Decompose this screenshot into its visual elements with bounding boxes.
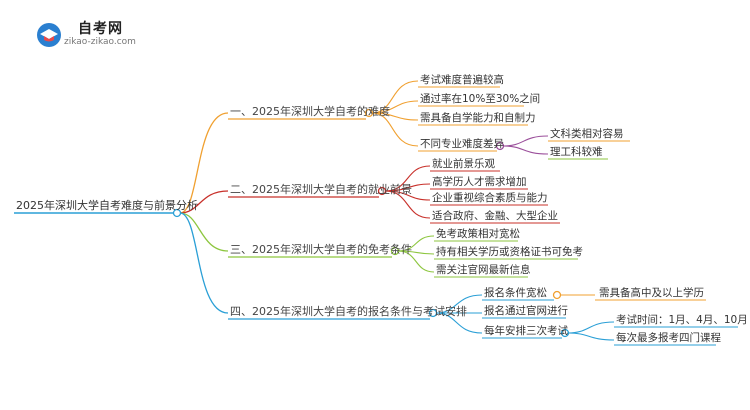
leaf-label: 适合政府、金融、大型企业 bbox=[432, 209, 558, 222]
sub-node[interactable] bbox=[560, 328, 570, 338]
leaf-label: 考试难度普遍较高 bbox=[420, 73, 504, 86]
logo-url: zikao-zikao.com bbox=[64, 37, 136, 47]
leaf-label: 需关注官网最新信息 bbox=[436, 263, 531, 276]
root-label: 2025年深圳大学自考难度与前景分析 bbox=[16, 198, 198, 212]
leaf-label: 每次最多报考四门课程 bbox=[616, 331, 721, 344]
branch-node[interactable] bbox=[377, 186, 387, 196]
leaf-label: 高学历人才需求增加 bbox=[432, 175, 527, 188]
leaf-label: 企业重视综合素质与能力 bbox=[432, 191, 548, 204]
sub-node[interactable] bbox=[495, 141, 505, 151]
branch-label: 四、2025年深圳大学自考的报名条件与考试安排 bbox=[230, 304, 467, 318]
branch-node[interactable] bbox=[364, 108, 374, 118]
leaf-label: 每年安排三次考试 bbox=[484, 324, 568, 337]
leaf-label: 报名通过官网进行 bbox=[484, 304, 568, 317]
leaf-label: 不同专业难度差异 bbox=[420, 137, 504, 150]
branch-label: 一、2025年深圳大学自考的难度 bbox=[230, 104, 390, 118]
connector bbox=[179, 112, 229, 214]
connector bbox=[179, 212, 229, 252]
root-node[interactable] bbox=[172, 208, 182, 218]
sub-node[interactable] bbox=[552, 290, 562, 300]
leaf-label: 持有相关学历或资格证书可免考 bbox=[436, 245, 583, 258]
leaf-label: 理工科较难 bbox=[550, 145, 603, 158]
leaf-label: 考试时间：1月、4月、10月 bbox=[616, 313, 748, 326]
leaf-label: 报名条件宽松 bbox=[484, 286, 547, 299]
branch-node[interactable] bbox=[428, 308, 438, 318]
leaf-label: 需具备高中及以上学历 bbox=[599, 286, 704, 299]
branch-node[interactable] bbox=[390, 246, 400, 256]
connector bbox=[179, 212, 229, 314]
logo-cap-icon bbox=[37, 23, 61, 47]
leaf-label: 文科类相对容易 bbox=[550, 127, 624, 140]
leaf-label: 就业前景乐观 bbox=[432, 157, 495, 170]
branch-label: 二、2025年深圳大学自考的就业前景 bbox=[230, 182, 412, 196]
connector bbox=[179, 190, 229, 214]
branch-label: 三、2025年深圳大学自考的免考条件 bbox=[230, 242, 412, 256]
logo-title: 自考网 bbox=[78, 21, 123, 37]
leaf-label: 免考政策相对宽松 bbox=[436, 227, 520, 240]
site-logo[interactable]: 自考网 zikao-zikao.com bbox=[36, 18, 146, 50]
leaf-label: 需具备自学能力和自制力 bbox=[420, 111, 536, 124]
leaf-label: 通过率在10%至30%之间 bbox=[420, 92, 540, 105]
